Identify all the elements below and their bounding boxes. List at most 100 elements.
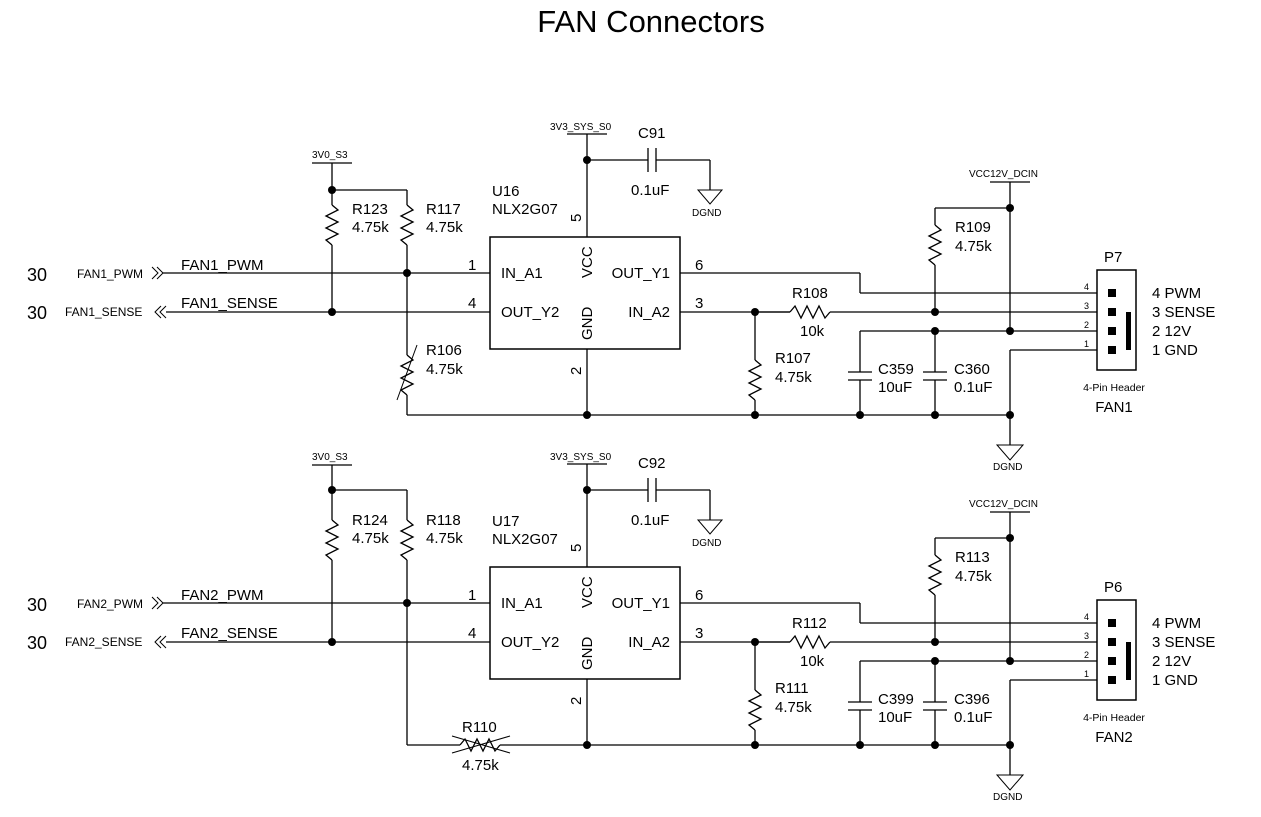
r110-value: 4.75k bbox=[462, 757, 499, 774]
rail-12v-label: VCC12V_DCIN bbox=[969, 499, 1038, 510]
r106-ref: R106 bbox=[426, 342, 462, 359]
hdr-pin-3: 3 SENSE bbox=[1152, 304, 1215, 321]
header-type: 4-Pin Header bbox=[1083, 382, 1145, 394]
pin-num-3: 3 bbox=[695, 295, 703, 312]
c92-ref: C92 bbox=[638, 455, 666, 472]
r110-ref: R110 bbox=[462, 719, 497, 736]
header-name: FAN1 bbox=[1095, 399, 1133, 416]
r124-ref: R124 bbox=[352, 512, 388, 529]
pin-num-1: 1 bbox=[468, 587, 476, 604]
resistor-r124 bbox=[324, 490, 340, 642]
resistor-r112 bbox=[755, 634, 1107, 650]
c399-value: 10uF bbox=[878, 709, 912, 726]
c359-value: 10uF bbox=[878, 379, 912, 396]
r109-value: 4.75k bbox=[955, 238, 992, 255]
pin-out-y1: OUT_Y1 bbox=[612, 265, 670, 282]
r123-value: 4.75k bbox=[352, 219, 389, 236]
resistor-r117 bbox=[399, 190, 415, 273]
hdr-pin-1: 1 GND bbox=[1152, 672, 1198, 689]
c396-value: 0.1uF bbox=[954, 709, 992, 726]
hdr-pin-2: 2 12V bbox=[1152, 323, 1191, 340]
port-fan1-pwm: FAN1_PWM bbox=[77, 267, 143, 281]
resistor-r118 bbox=[399, 490, 415, 603]
pin-num-4: 4 bbox=[468, 295, 476, 312]
r118-ref: R118 bbox=[426, 512, 461, 529]
ic-body bbox=[489, 566, 681, 680]
capacitor-c91 bbox=[647, 148, 657, 172]
c92-value: 0.1uF bbox=[631, 512, 669, 529]
port-fan2-pwm: FAN2_PWM bbox=[77, 597, 143, 611]
ground-label-main: DGND bbox=[993, 462, 1022, 473]
pin-num-5: 5 bbox=[568, 544, 585, 552]
pin-out-y2: OUT_Y2 bbox=[501, 634, 559, 651]
resistor-r106 bbox=[396, 273, 418, 415]
r113-ref: R113 bbox=[955, 549, 990, 566]
hdr-pin-num-1: 1 bbox=[1084, 669, 1089, 679]
port-fan1-sense: FAN1_SENSE bbox=[65, 305, 142, 319]
fan2-circuit: 3V0_S3 R124 4.75k R118 4.75k 30 FAN2_PWM… bbox=[27, 452, 1215, 803]
resistor-r110 bbox=[407, 735, 511, 754]
c360-ref: C360 bbox=[954, 361, 990, 378]
c91-ref: C91 bbox=[638, 125, 666, 142]
fan1-circuit: 3V0_S3 R123 4.75k R117 4.75k 30 FAN1_PWM… bbox=[27, 122, 1215, 473]
hdr-pin-num-4: 4 bbox=[1084, 612, 1089, 622]
r113-value: 4.75k bbox=[955, 568, 992, 585]
header-name: FAN2 bbox=[1095, 729, 1133, 746]
page-ref-pwm: 30 bbox=[27, 595, 47, 615]
c91-value: 0.1uF bbox=[631, 182, 669, 199]
r117-ref: R117 bbox=[426, 201, 461, 218]
resistor-r108 bbox=[755, 304, 1107, 320]
schematic-title: FAN Connectors bbox=[537, 4, 764, 39]
r123-ref: R123 bbox=[352, 201, 388, 218]
r111-value: 4.75k bbox=[775, 699, 812, 716]
hdr-pin-num-1: 1 bbox=[1084, 339, 1089, 349]
hdr-pin-num-3: 3 bbox=[1084, 631, 1089, 641]
hdr-pin-4: 4 PWM bbox=[1152, 285, 1201, 302]
pin-in-a1: IN_A1 bbox=[501, 265, 543, 282]
page-ref-sense: 30 bbox=[27, 303, 47, 323]
rail-3v0-label: 3V0_S3 bbox=[312, 150, 348, 161]
ic-part: NLX2G07 bbox=[492, 201, 558, 218]
pin-num-6: 6 bbox=[695, 257, 703, 274]
net-fan2-pwm: FAN2_PWM bbox=[181, 587, 264, 604]
ic-part: NLX2G07 bbox=[492, 531, 558, 548]
c399-ref: C399 bbox=[878, 691, 914, 708]
resistor-r111 bbox=[747, 642, 763, 745]
pin-gnd: GND bbox=[579, 307, 596, 341]
capacitor-c92 bbox=[647, 478, 657, 502]
r111-ref: R111 bbox=[775, 680, 809, 697]
pin-vcc: VCC bbox=[579, 576, 596, 608]
r117-value: 4.75k bbox=[426, 219, 463, 236]
capacitor-c396 bbox=[923, 661, 947, 745]
hdr-pin-1: 1 GND bbox=[1152, 342, 1198, 359]
header-ref: P7 bbox=[1104, 249, 1122, 266]
page-ref-pwm: 30 bbox=[27, 265, 47, 285]
hdr-pin-num-4: 4 bbox=[1084, 282, 1089, 292]
port-fan2-sense: FAN2_SENSE bbox=[65, 635, 142, 649]
ground-label-cap: DGND bbox=[692, 538, 721, 549]
rail-12v-label: VCC12V_DCIN bbox=[969, 169, 1038, 180]
pin-num-5: 5 bbox=[568, 214, 585, 222]
hdr-pin-num-2: 2 bbox=[1084, 650, 1089, 660]
pin-in-a2: IN_A2 bbox=[628, 304, 670, 321]
resistor-r123 bbox=[324, 190, 340, 312]
rail-3v0-label: 3V0_S3 bbox=[312, 452, 348, 463]
resistor-r107 bbox=[747, 312, 763, 415]
net-fan1-pwm: FAN1_PWM bbox=[181, 257, 264, 274]
rail-3v3-label: 3V3_SYS_S0 bbox=[550, 452, 612, 463]
r107-ref: R107 bbox=[775, 350, 811, 367]
r112-value: 10k bbox=[800, 653, 825, 670]
r106-value: 4.75k bbox=[426, 361, 463, 378]
r108-ref: R108 bbox=[792, 285, 828, 302]
hdr-pin-2: 2 12V bbox=[1152, 653, 1191, 670]
header-type: 4-Pin Header bbox=[1083, 712, 1145, 724]
resistor-r113 bbox=[927, 538, 943, 642]
c359-ref: C359 bbox=[878, 361, 914, 378]
pin-in-a1: IN_A1 bbox=[501, 595, 543, 612]
resistor-r109 bbox=[927, 208, 943, 312]
r109-ref: R109 bbox=[955, 219, 991, 236]
r118-value: 4.75k bbox=[426, 530, 463, 547]
ic-ref: U17 bbox=[492, 513, 520, 530]
pin-out-y1: OUT_Y1 bbox=[612, 595, 670, 612]
header-ref: P6 bbox=[1104, 579, 1122, 596]
